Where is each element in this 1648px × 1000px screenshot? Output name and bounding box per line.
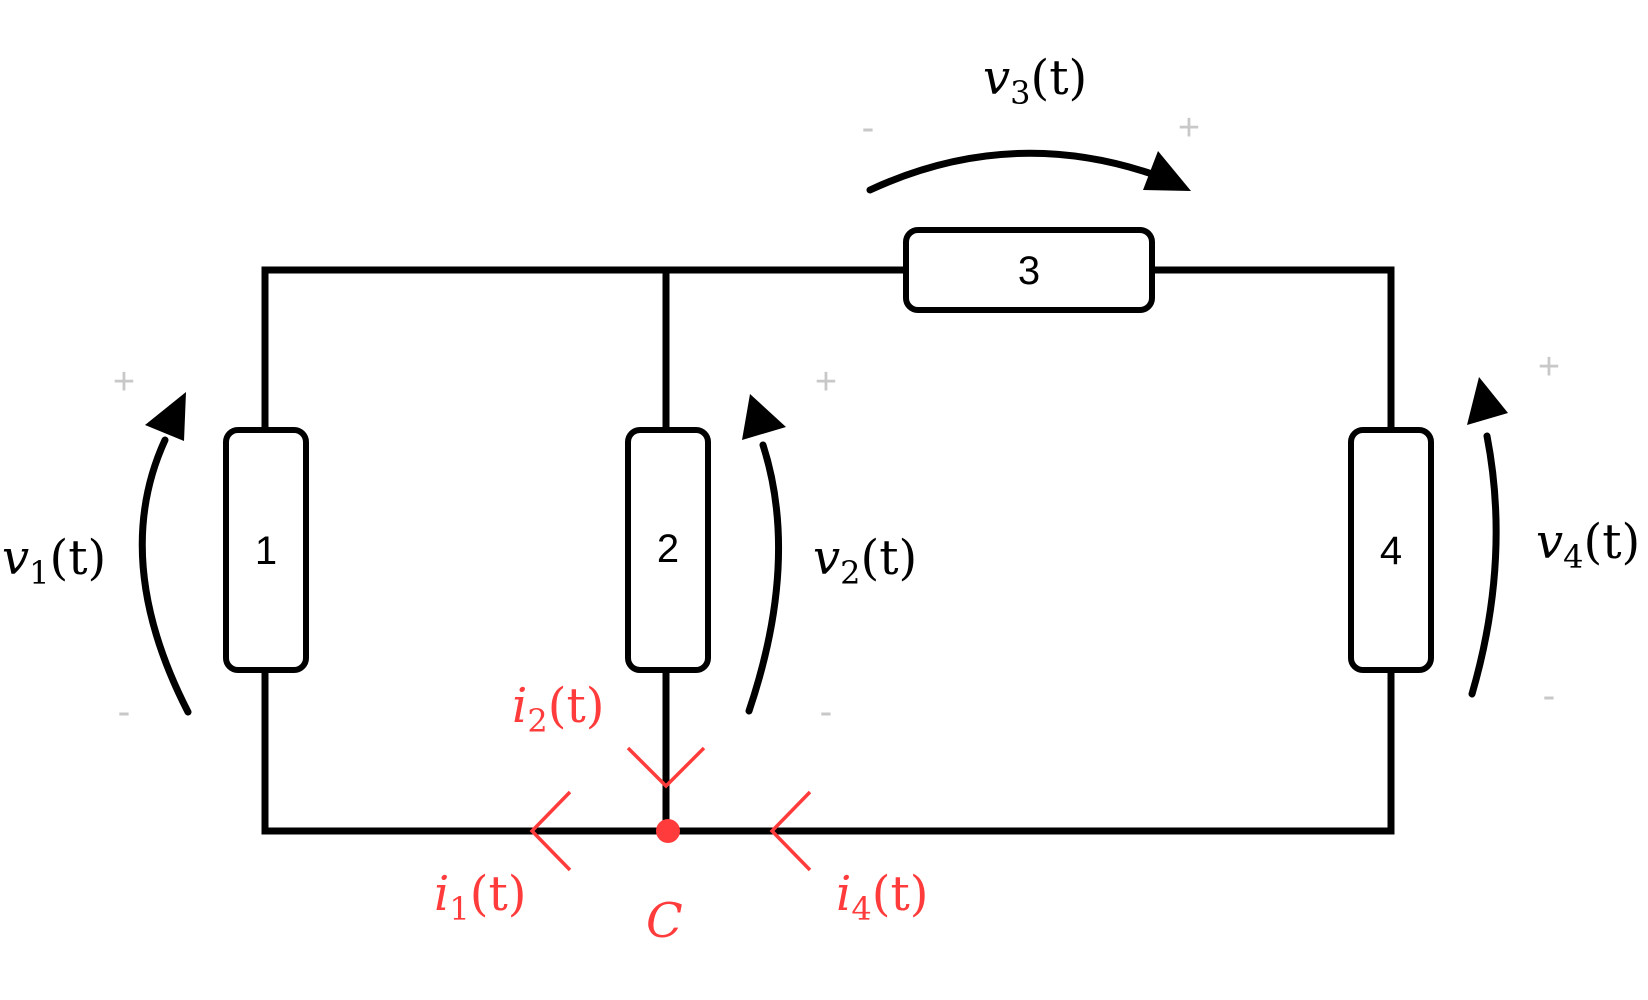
v2-plus-sign: + [815, 361, 837, 403]
node-c-label: C [646, 893, 683, 949]
wire-top-right [1148, 266, 1395, 434]
v3-plus-sign: + [1178, 107, 1200, 149]
wiring [261, 266, 1395, 835]
component-4: 4 [1348, 427, 1434, 673]
component-2: 2 [625, 427, 711, 673]
component-1: 1 [223, 427, 309, 673]
component-1-label: 1 [255, 529, 277, 573]
i4-label: i4(t) [836, 866, 928, 928]
component-3: 3 [903, 227, 1155, 313]
v1-minus-sign: - [118, 691, 131, 733]
i1-label: i1(t) [434, 866, 526, 928]
wire-left-branch [261, 266, 910, 434]
i2-arrow [626, 746, 706, 789]
v3-label: v3(t) [983, 50, 1087, 112]
voltage-arrow-3 [866, 149, 1191, 194]
i1-arrow [529, 790, 572, 872]
voltage-arrow-2 [742, 394, 786, 715]
voltage-arrow-1 [138, 392, 192, 716]
v1-label: v1(t) [2, 530, 106, 592]
v4-plus-sign: + [1538, 346, 1560, 388]
v2-label: v2(t) [813, 530, 917, 592]
component-2-label: 2 [657, 527, 679, 571]
v4-minus-sign: - [1543, 675, 1556, 717]
v2-minus-sign: - [820, 691, 833, 733]
component-4-label: 4 [1380, 529, 1402, 573]
node-c-dot [656, 819, 680, 843]
component-3-label: 3 [1018, 249, 1040, 293]
i4-arrow [769, 790, 812, 872]
voltage-arrow-4 [1467, 377, 1508, 698]
v4-label: v4(t) [1536, 514, 1640, 576]
wire-bottom [261, 666, 1395, 835]
v1-plus-sign: + [113, 361, 135, 403]
v3-minus-sign: - [862, 107, 875, 149]
i2-label: i2(t) [512, 678, 604, 740]
